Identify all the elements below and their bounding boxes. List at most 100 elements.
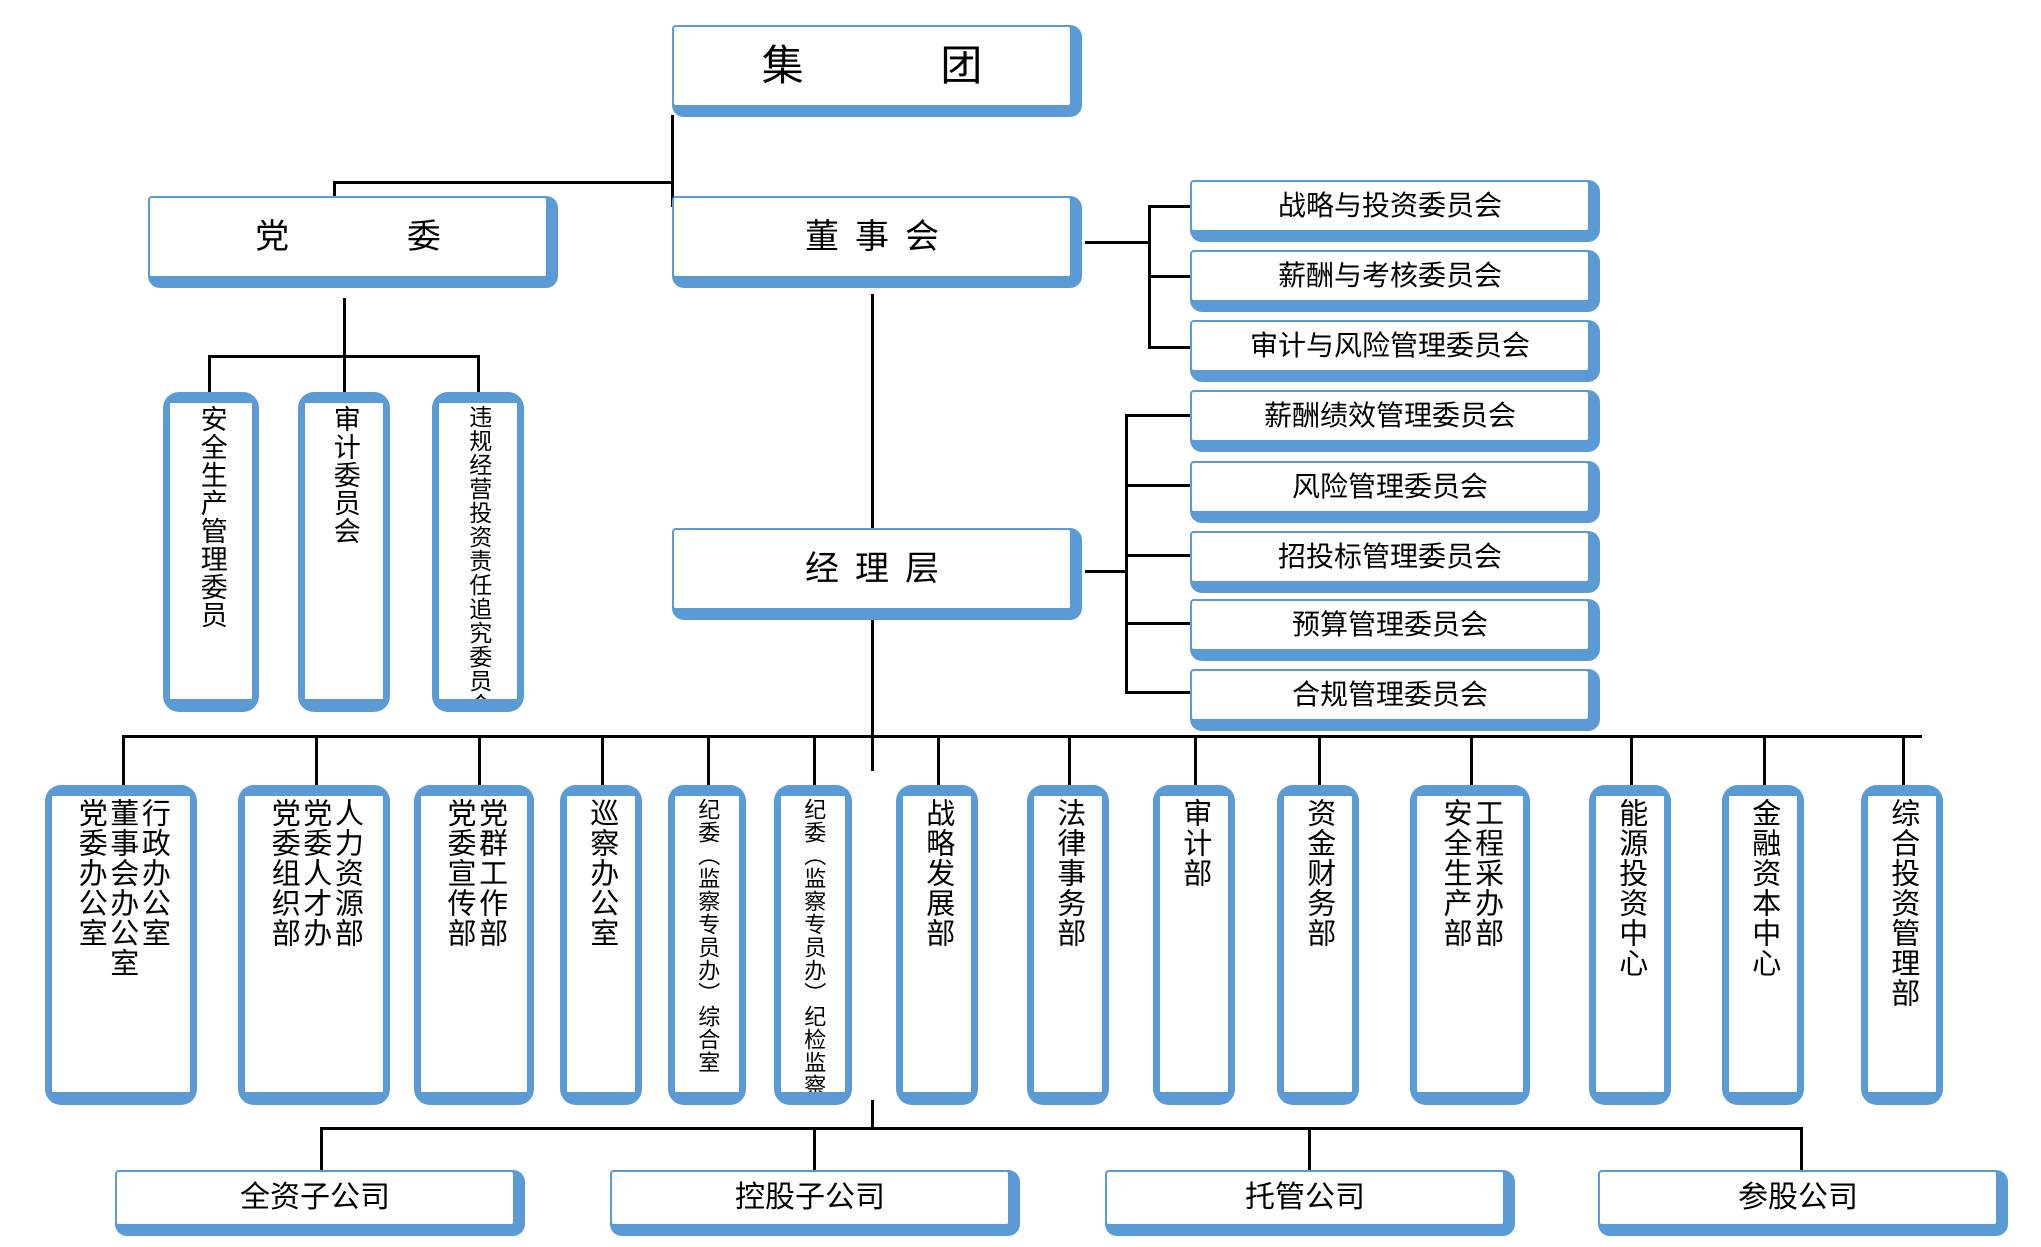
node-department-3-text: 党群工作部 党委宣传部 [421,796,527,1092]
node-subsidiary-2[interactable]: 控股子公司 [610,1170,1020,1236]
node-subsidiary-3[interactable]: 托管公司 [1105,1170,1515,1236]
connector-dept-stem-10 [1318,735,1321,790]
node-department-1-col-2: 董事会办公室 [105,798,138,978]
node-party-sub-1-label: 安全生产管理委员 [196,405,227,629]
node-department-1[interactable]: 行政办公室 董事会办公室 党委办公室 [45,785,197,1105]
node-party-sub-2-label: 审计委员会 [329,405,360,545]
connector-dept-stem-5 [707,735,710,790]
node-board-committee-1[interactable]: 战略与投资委员会 [1190,180,1600,242]
node-department-14-text: 综合投资管理部 [1868,796,1936,1092]
node-board[interactable]: 董事会 [672,196,1082,288]
node-board-committee-3-label: 审计与风险管理委员会 [1249,330,1530,362]
node-department-10-inner: 资金财务部 [1283,795,1353,1093]
connector-dept-stem-12 [1630,735,1633,790]
node-party-committee-label: 党 委 [255,217,457,256]
node-department-8-col-1: 法律事务部 [1052,798,1085,948]
node-mgmt-committee-2-label: 风险管理委员会 [1291,471,1488,503]
node-department-1-col-3: 党委办公室 [74,798,107,948]
node-mgmt-committee-4[interactable]: 预算管理委员会 [1190,599,1600,661]
node-department-9-text: 审计部 [1160,796,1228,1092]
node-party-sub-1[interactable]: 安全生产管理委员 [163,392,259,712]
node-department-3[interactable]: 党群工作部 党委宣传部 [414,785,534,1105]
node-party-sub-2[interactable]: 审计委员会 [298,392,390,712]
node-mgmt-committee-1[interactable]: 薪酬绩效管理委员会 [1190,390,1600,452]
node-subsidiary-4[interactable]: 参股公司 [1598,1170,2008,1236]
node-department-11[interactable]: 工程采办部 安全生产部 [1410,785,1530,1105]
node-department-12[interactable]: 能源投资中心 [1589,785,1671,1105]
connector-dept-stem-13 [1763,735,1766,790]
connector-party-sub-1 [208,355,211,393]
node-department-7[interactable]: 战略发展部 [896,785,978,1105]
node-party-sub-1-inner: 安全生产管理委员 [169,402,253,700]
node-department-2-col-2: 党委人才办 [298,798,331,948]
node-department-10-col-1: 资金财务部 [1302,798,1335,948]
connector-dept-stem-14 [1902,735,1905,790]
node-department-9[interactable]: 审计部 [1153,785,1235,1105]
node-board-label: 董事会 [805,217,955,256]
connector-dept-stem-9 [1194,735,1197,790]
connector-mgmt-comm-5 [1125,691,1190,694]
connector-dept-bus [122,735,1922,738]
node-management[interactable]: 经理层 [672,528,1082,620]
connector-group-stem [671,115,674,183]
node-department-6[interactable]: 纪委（监察专员办）纪检监察室 [774,785,852,1105]
node-department-10-text: 资金财务部 [1284,796,1352,1092]
node-party-committee-inner: 党 委 [148,196,548,278]
node-department-12-text: 能源投资中心 [1596,796,1664,1092]
node-subsidiary-1[interactable]: 全资子公司 [115,1170,525,1236]
node-management-label: 经理层 [805,549,955,588]
node-mgmt-committee-2[interactable]: 风险管理委员会 [1190,461,1600,523]
node-department-11-col-1: 工程采办部 [1470,798,1503,948]
node-mgmt-committee-5-label: 合规管理委员会 [1291,679,1488,711]
node-party-sub-3-label: 违规经营投资责任追究委员会 [465,405,492,700]
node-department-4-col-1: 巡察办公室 [585,798,618,948]
node-board-committee-2-label: 薪酬与考核委员会 [1277,260,1502,292]
node-department-5[interactable]: 纪委（监察专员办）综合室 [668,785,746,1105]
node-board-committee-3[interactable]: 审计与风险管理委员会 [1190,320,1600,382]
node-department-11-text: 工程采办部 安全生产部 [1417,796,1523,1092]
node-department-10[interactable]: 资金财务部 [1277,785,1359,1105]
node-department-14-col-1: 综合投资管理部 [1886,798,1919,1008]
node-subsidiary-2-label: 控股子公司 [735,1181,885,1215]
connector-dept-stem-6 [813,735,816,790]
node-department-6-inner: 纪委（监察专员办）纪检监察室 [780,795,846,1093]
node-mgmt-committee-4-inner: 预算管理委员会 [1190,599,1590,651]
node-department-13[interactable]: 金融资本中心 [1722,785,1804,1105]
node-department-2[interactable]: 人力资源部 党委人才办 党委组织部 [238,785,390,1105]
node-group[interactable]: 集 团 [672,25,1082,117]
node-subsidiary-1-label: 全资子公司 [240,1181,390,1215]
connector-dept-stem-11 [1470,735,1473,790]
node-subsidiary-2-inner: 控股子公司 [610,1170,1010,1226]
node-subsidiary-3-inner: 托管公司 [1105,1170,1505,1226]
node-mgmt-committee-1-label: 薪酬绩效管理委员会 [1263,400,1516,432]
node-mgmt-committee-5[interactable]: 合规管理委员会 [1190,669,1600,731]
connector-sub-stem-2 [813,1127,816,1171]
node-subsidiary-3-label: 托管公司 [1245,1181,1365,1215]
connector-board-right [1085,241,1150,244]
node-mgmt-committee-2-inner: 风险管理委员会 [1190,461,1590,513]
node-board-committee-2[interactable]: 薪酬与考核委员会 [1190,250,1600,312]
connector-level2-bar [333,181,673,184]
node-party-sub-3-text: 违规经营投资责任追究委员会 [439,403,517,700]
node-party-sub-3[interactable]: 违规经营投资责任追究委员会 [432,392,524,712]
connector-sub-stem-4 [1800,1127,1803,1171]
node-department-11-inner: 工程采办部 安全生产部 [1416,795,1524,1093]
node-department-11-col-2: 安全生产部 [1439,798,1471,948]
node-department-4[interactable]: 巡察办公室 [560,785,642,1105]
node-department-14-inner: 综合投资管理部 [1867,795,1937,1093]
connector-mgmt-comm-spine [1125,414,1128,691]
node-department-13-col-1: 金融资本中心 [1747,798,1780,978]
node-department-7-inner: 战略发展部 [902,795,972,1093]
connector-board-to-mgmt [871,294,874,533]
connector-dept-stem-7 [937,735,940,790]
connector-party-sub-3 [477,355,480,393]
node-department-7-col-1: 战略发展部 [921,798,954,948]
connector-board-comm-3 [1148,346,1190,349]
connector-party-stem [333,181,336,209]
node-department-14[interactable]: 综合投资管理部 [1861,785,1943,1105]
node-department-8[interactable]: 法律事务部 [1027,785,1109,1105]
node-mgmt-committee-3[interactable]: 招投标管理委员会 [1190,531,1600,593]
node-department-1-text: 行政办公室 董事会办公室 党委办公室 [52,796,190,1092]
node-party-committee[interactable]: 党 委 [148,196,558,288]
